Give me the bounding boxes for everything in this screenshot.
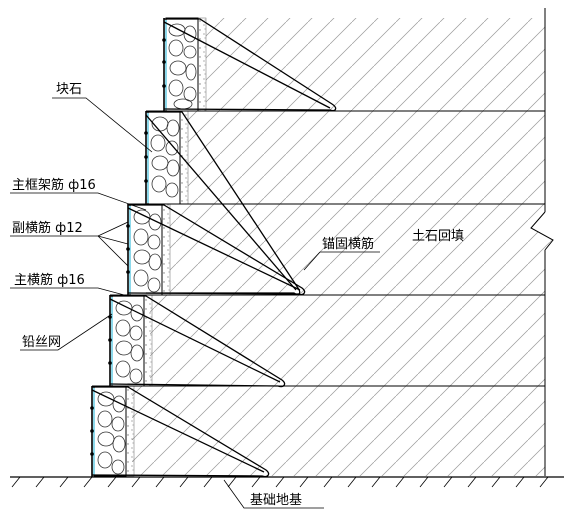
gabion-baskets <box>93 17 199 477</box>
labels: 块石 主框架筋 ф16 副横筋 ф12 主横筋 ф16 铅丝网 锚固横筋 土石回… <box>12 82 464 508</box>
wire-mesh-facing <box>90 18 167 477</box>
label-main-frame-bar: 主框架筋 ф16 <box>12 177 96 193</box>
layer-lines <box>92 110 545 387</box>
label-anchor-cross-bar: 锚固横筋 <box>322 236 374 252</box>
label-block-stone: 块石 <box>56 82 82 97</box>
label-foundation: 基础地基 <box>250 493 302 508</box>
ground <box>10 476 564 488</box>
label-soil-rock-backfill: 土石回填 <box>412 229 464 244</box>
leader-lines <box>10 97 380 509</box>
anchor-bars <box>91 18 337 478</box>
label-main-cross-bar: 主横筋 ф16 <box>14 272 85 288</box>
label-lead-wire-mesh: 铅丝网 <box>22 335 61 350</box>
label-secondary-cross-bar: 副横筋 ф12 <box>12 220 83 236</box>
